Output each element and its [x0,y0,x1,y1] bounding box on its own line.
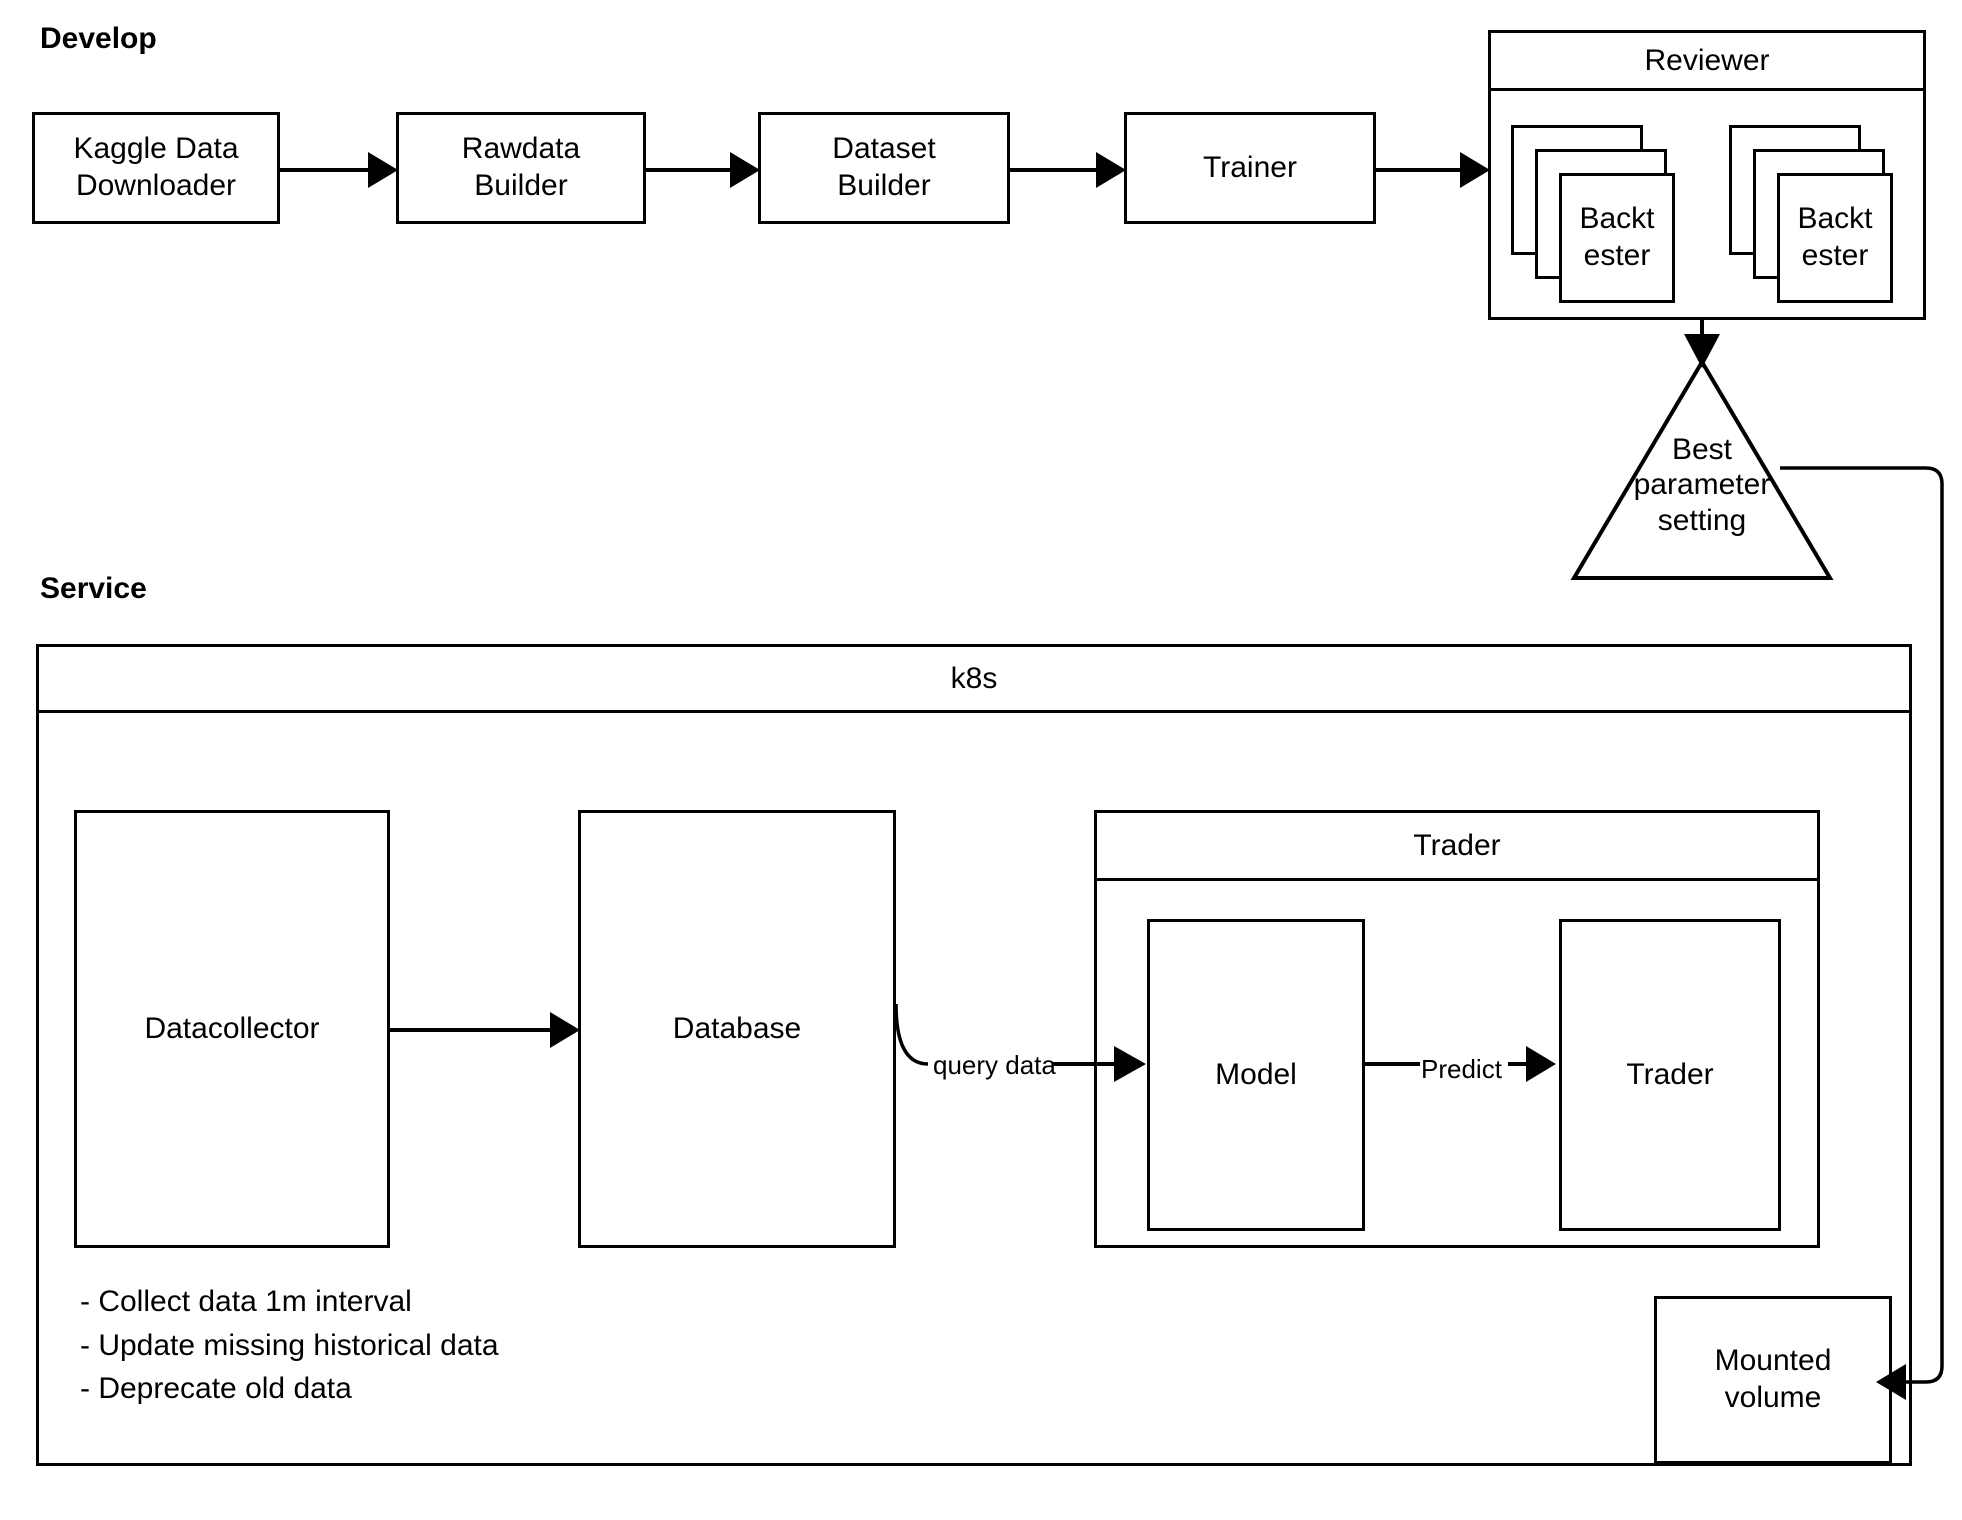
section-title-develop: Develop [40,22,157,55]
node-database[interactable]: Database [578,810,896,1248]
node-datacollector[interactable]: Datacollector [74,810,390,1248]
node-label: Trainer [1203,150,1297,184]
edge-label-predict: Predict [1418,1056,1505,1082]
node-trader[interactable]: Trader [1559,919,1781,1231]
container-reviewer-title: Reviewer [1491,33,1923,91]
arrow-dataset-to-trainer [1010,152,1126,188]
notes-list: - Collect data 1m interval - Update miss… [80,1280,499,1411]
arrow-trainer-to-reviewer [1376,152,1490,188]
section-title-service: Service [40,572,147,605]
node-label: Datacollector [144,1011,320,1045]
note-item: - Deprecate old data [80,1372,352,1405]
node-label: Trader [1626,1057,1714,1091]
node-model[interactable]: Model [1147,919,1365,1231]
arrow-reviewer-to-decision [1684,320,1720,368]
node-trainer[interactable]: Trainer [1124,112,1376,224]
container-k8s-title: k8s [39,647,1909,713]
arrow-kaggle-to-rawdata [280,152,398,188]
note-item: - Update missing historical data [80,1328,499,1362]
node-label: Database [672,1011,802,1045]
container-trader-group-title: Trader [1097,813,1817,881]
container-trader-group[interactable]: Trader Model Trader [1094,810,1820,1248]
arrow-rawdata-to-dataset [646,152,760,188]
node-label: Model [1215,1057,1297,1091]
edge-label-query-data: query data [930,1052,1059,1078]
note-item: - Collect data 1m interval [80,1285,412,1318]
